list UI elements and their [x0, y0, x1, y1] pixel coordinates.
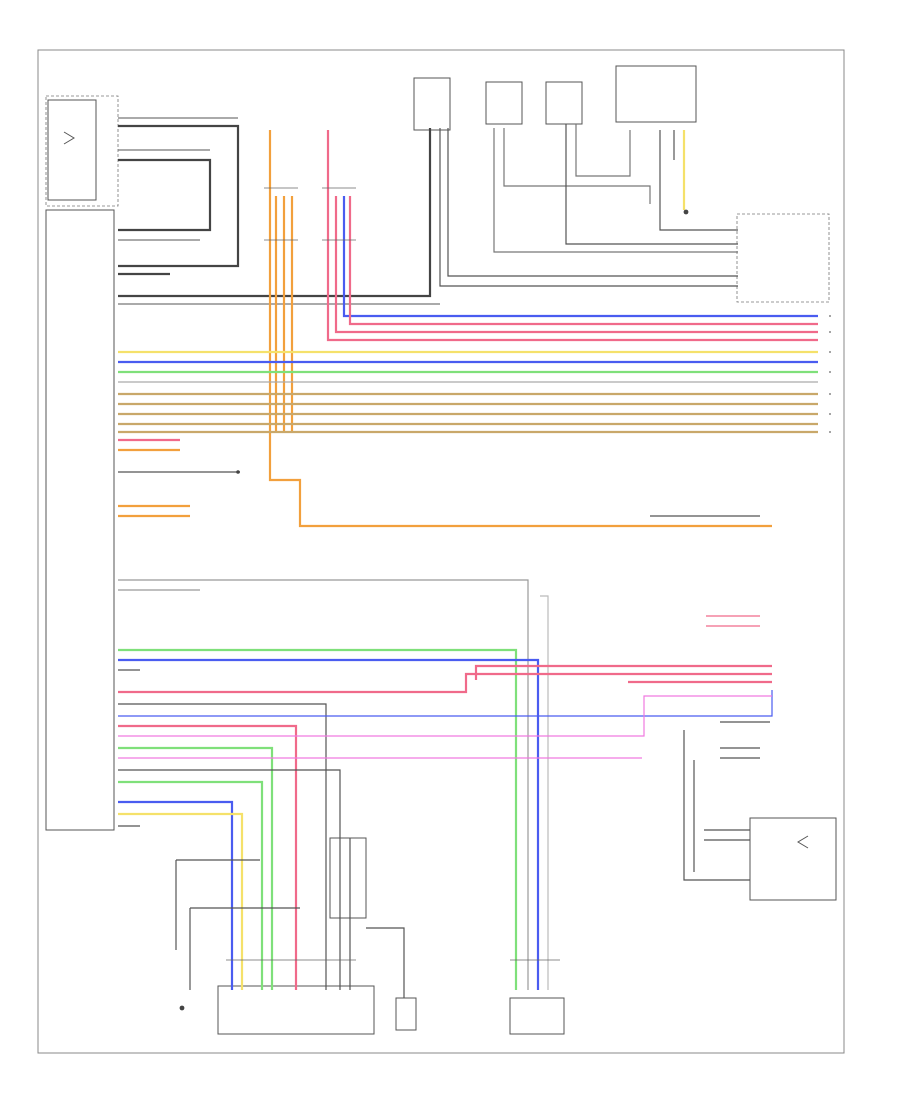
module-a: [413, 77, 451, 131]
diagram-frame: [37, 49, 845, 1054]
pink-wires: [326, 130, 818, 342]
bottom-box-mid: [395, 997, 417, 1031]
connector-pins: [226, 187, 560, 961]
ground-icon-top: [683, 209, 689, 215]
top-left-module: [45, 95, 119, 207]
top-left-module-inner: [47, 99, 97, 201]
module-b: [485, 81, 523, 125]
horizontal-bus: [118, 350, 818, 473]
triangle-symbol: [63, 131, 75, 145]
ground-icon-mid: [236, 470, 240, 474]
bottom-box-right: [509, 997, 565, 1035]
module-d: [615, 65, 697, 123]
triangle-symbol-right: [797, 835, 809, 849]
right-module: [736, 213, 830, 303]
main-module-left: [45, 209, 115, 831]
ground-symbols: [179, 209, 689, 1011]
orange-wires: [118, 130, 772, 528]
top-dark-wires: [118, 117, 440, 305]
bottom-inner-box: [329, 837, 367, 919]
ground-icon: [179, 1005, 185, 1011]
right-lower-wires: [650, 515, 770, 881]
module-connections: [439, 124, 738, 287]
module-c: [545, 81, 583, 125]
lower-wires: [118, 579, 773, 998]
bottom-box-left: [217, 985, 375, 1035]
right-bottom-module: [749, 817, 837, 901]
right-terminal-column: [829, 315, 831, 433]
